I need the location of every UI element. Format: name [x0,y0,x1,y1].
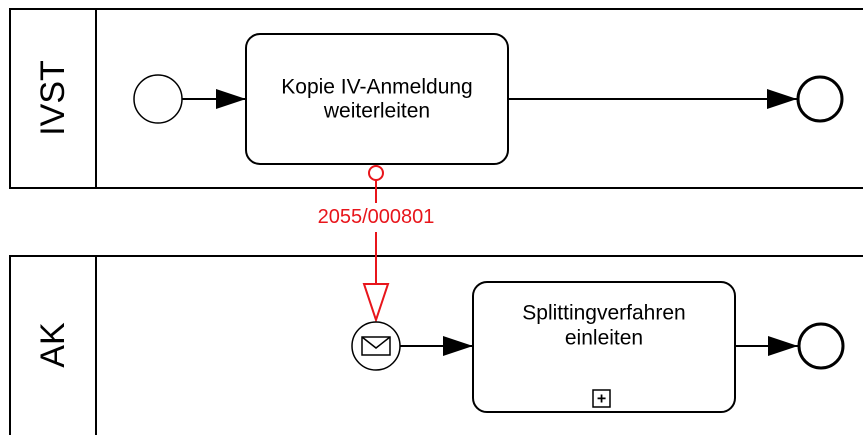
pool-label-ivst: IVST [34,60,72,136]
svg-text:+: + [597,391,606,408]
message-flow-source-marker [368,165,384,181]
subprocess-label-line-2: einleiten [565,327,643,350]
task-label-line-1: Kopie IV-Anmeldung [281,76,472,99]
pool-label-ak: AK [34,322,72,368]
subprocess-label-line-1: Splittingverfahren [522,302,685,325]
subprocess-splittingverfahren[interactable]: Splittingverfahren einleiten + [472,281,736,413]
envelope-icon [361,336,391,356]
end-event-ak[interactable] [797,322,845,370]
end-event[interactable] [796,75,844,123]
start-event[interactable] [133,74,183,124]
subprocess-expand-icon[interactable]: + [592,389,611,408]
message-flow-target-arrow [362,283,390,324]
task-kopie-iv-anmeldung[interactable]: Kopie IV-Anmeldung weiterleiten [245,33,509,165]
message-flow-label: 2055/000801 [318,206,435,228]
task-label-line-2: weiterleiten [323,100,430,123]
message-flow[interactable]: 2055/000801 [318,165,435,324]
message-start-event[interactable] [351,321,401,371]
